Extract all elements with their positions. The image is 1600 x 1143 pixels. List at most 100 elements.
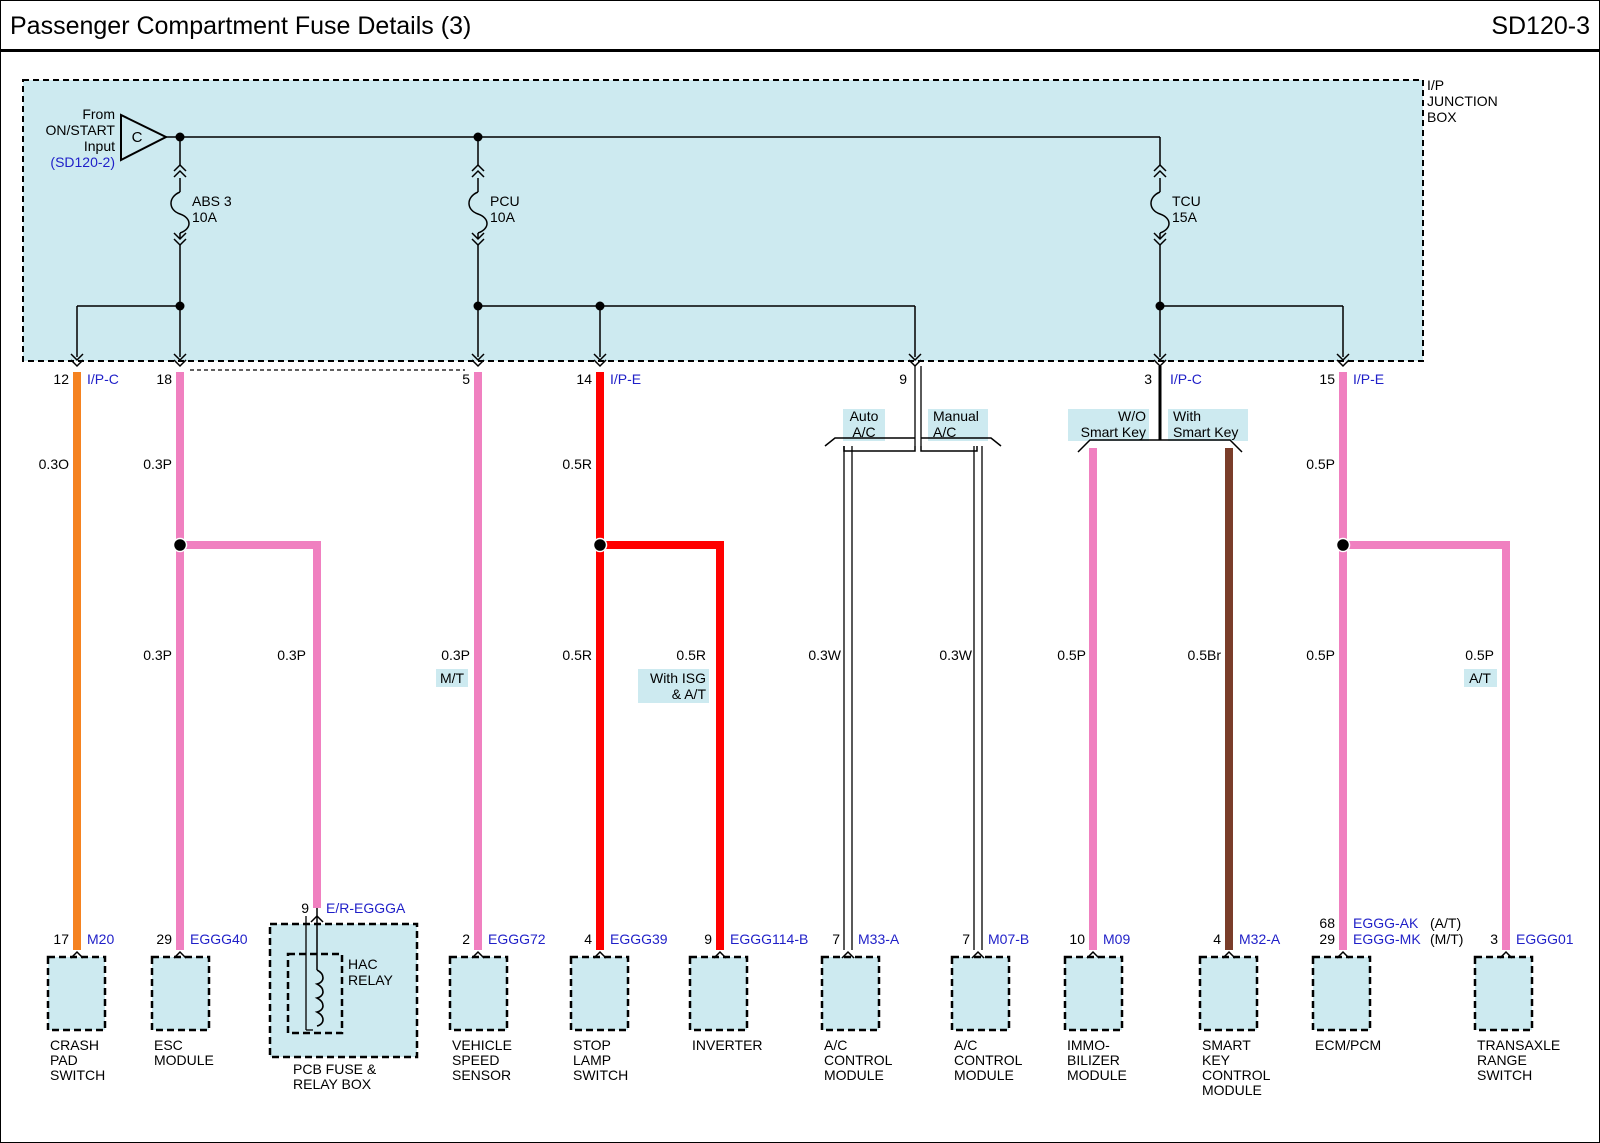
component-name: RELAY BOX	[293, 1076, 372, 1092]
component-connector-11	[1499, 950, 1513, 959]
wire-label-stop-lower: 0.5R	[562, 647, 592, 663]
component-pin-number: 2	[462, 931, 470, 947]
fuse-0-symbol	[170, 191, 190, 234]
source-connector-letter: C	[132, 129, 143, 146]
component-pin-number: 7	[832, 931, 840, 947]
component-connector-4	[593, 950, 607, 959]
wire-label-ecm-upper: 0.5P	[1306, 456, 1335, 472]
component-connector-name: EGGG72	[488, 931, 546, 947]
component-name: MODULE	[154, 1052, 214, 1068]
box-pin-number: 9	[899, 371, 907, 387]
component-name: A/C	[954, 1037, 977, 1053]
wire-label-ecm-lower: 0.5P	[1306, 647, 1335, 663]
box-pin-number: 12	[53, 371, 69, 387]
component-pin-number: 9	[704, 931, 712, 947]
component-box-10	[1311, 955, 1372, 1032]
box-pin-connector-name: I/P-E	[1353, 371, 1384, 387]
box-pin-connector-1	[173, 359, 187, 368]
option-tag-mt	[436, 669, 468, 687]
component-box-5	[688, 955, 749, 1032]
component-connector-3	[471, 950, 485, 959]
option-tag-wo-smart-text: W/O	[1118, 408, 1146, 424]
junction-box-label: I/P	[1427, 77, 1444, 93]
component-pin-number: 17	[53, 931, 69, 947]
box-pin-connector-name: I/P-C	[87, 371, 119, 387]
source-label: From	[82, 106, 115, 122]
component-connector-6	[841, 950, 855, 959]
component-name: ECM/PCM	[1315, 1037, 1381, 1053]
component-box-7	[950, 955, 1011, 1032]
component-name: A/C	[824, 1037, 847, 1053]
fuse-name: TCU	[1172, 193, 1201, 209]
component-name: BILIZER	[1067, 1052, 1120, 1068]
component-name: SWITCH	[573, 1067, 628, 1083]
box-pin-number: 5	[462, 371, 470, 387]
ac-split-inner	[843, 446, 916, 452]
component-name: PCB FUSE &	[293, 1061, 377, 1077]
pcb-fuse-relay-box	[268, 922, 419, 1059]
component-pin-number: 7	[962, 931, 970, 947]
fuse-2-top-connector	[1153, 163, 1167, 172]
component-name: SWITCH	[1477, 1067, 1532, 1083]
component-name: RANGE	[1477, 1052, 1527, 1068]
component-connector-1	[173, 950, 187, 959]
option-tag-isg	[638, 669, 709, 703]
ecm-connector-note: (A/T)	[1430, 915, 1461, 931]
option-tag-wo-smart-key	[1068, 409, 1149, 441]
wire-transaxle-branch	[1343, 541, 1510, 950]
junction-box-label: JUNCTION	[1427, 93, 1498, 109]
component-connector-name: M09	[1103, 931, 1130, 947]
box-pin-connector-3	[593, 359, 607, 368]
component-pin-number: 29	[156, 931, 172, 947]
option-tag-at	[1464, 669, 1497, 687]
wire-label-esc-lower: 0.3P	[143, 647, 172, 663]
fuse-1-symbol	[468, 191, 488, 234]
header-divider	[0, 49, 1600, 52]
fuse-2-bottom-connector	[1153, 232, 1167, 241]
hac-pin-number: 9	[301, 900, 309, 916]
component-pin-number: 4	[1213, 931, 1221, 947]
fuse-1-bottom-connector	[471, 232, 485, 241]
component-name: INVERTER	[692, 1037, 763, 1053]
box-pin-connector-4	[908, 353, 922, 362]
component-pin-number: 4	[584, 931, 592, 947]
hac-relay-label: RELAY	[348, 972, 394, 988]
component-name: CONTROL	[954, 1052, 1023, 1068]
box-pin-connector-6	[1336, 359, 1350, 368]
box-pin-connector-3	[593, 353, 607, 362]
component-connector-10	[1336, 950, 1350, 959]
wire-label-vss: 0.3P	[441, 647, 470, 663]
component-connector-7	[971, 950, 985, 959]
page-title: Passenger Compartment Fuse Details (3)	[10, 12, 472, 40]
fuse-rating: 10A	[490, 209, 516, 225]
fuse-rating: 10A	[192, 209, 218, 225]
component-name: ESC	[154, 1037, 183, 1053]
option-tag-manual-ac	[928, 409, 988, 441]
component-connector-8	[1086, 950, 1100, 959]
wire-label-transaxle: 0.5P	[1465, 647, 1494, 663]
box-pin-number: 18	[156, 371, 172, 387]
component-box-11	[1473, 955, 1534, 1032]
component-name: MODULE	[1202, 1082, 1262, 1098]
component-connector-name: M20	[87, 931, 114, 947]
fuse-0-top-connector	[173, 169, 187, 178]
hac-relay-outline	[286, 952, 344, 1035]
smart-key-split	[1077, 439, 1243, 453]
fuse-0-bottom-connector	[173, 232, 187, 241]
component-name: VEHICLE	[452, 1037, 512, 1053]
splice-esc	[172, 537, 188, 553]
component-box-1	[150, 955, 211, 1032]
option-tag-auto-ac-text: Auto	[850, 408, 879, 424]
hac-relay-coil-icon	[314, 969, 324, 1027]
box-pin-number: 15	[1319, 371, 1335, 387]
fuse-1-top-connector	[471, 163, 485, 172]
component-name: MODULE	[954, 1067, 1014, 1083]
hac-relay-label: HAC	[348, 956, 378, 972]
component-box-0	[46, 955, 107, 1032]
component-name: KEY	[1202, 1052, 1231, 1068]
ac-split	[824, 437, 915, 447]
option-tag-auto-ac	[843, 409, 885, 441]
ecm-connector-note: (M/T)	[1430, 931, 1463, 947]
component-name: STOP	[573, 1037, 611, 1053]
